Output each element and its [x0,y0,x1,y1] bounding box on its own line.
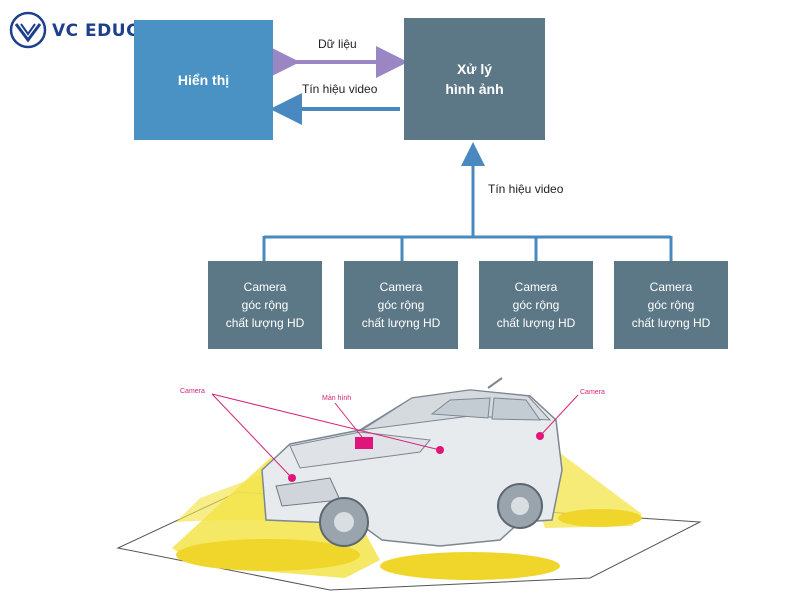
camera-label-line2: góc rộng [241,298,289,312]
screen-marker-icon [355,437,373,449]
video-arrow-label: Tín hiệu video [302,82,378,96]
camera-bus [262,142,673,262]
car-window [491,397,541,421]
display-box: Hiển thị [134,20,273,140]
camera-label-line3: chất lượng HD [631,316,711,330]
bus-video-label: Tín hiệu video [488,182,564,196]
camera-label-line3: chất lượng HD [225,316,305,330]
camera-zone-left [176,468,280,522]
processing-box: Xử lý hình ảnh [404,18,545,140]
car-window [430,397,491,419]
camera-zone-right-base [558,509,642,527]
display-label: Hiển thị [177,72,230,88]
camera-label-line2: góc rộng [512,298,560,312]
processing-label-line1: Xử lý [456,61,493,77]
camera-label-line1: Camera [514,280,558,294]
camera-callout-right: Camera [580,389,605,396]
camera-label-line1: Camera [379,280,423,294]
camera-box: Camera góc rộng chất lượng HD [479,261,593,349]
camera-label-line2: góc rộng [377,298,425,312]
camera-box: Camera góc rộng chất lượng HD [344,261,458,349]
screen-callout: Màn hình [322,395,352,402]
camera-zone-rear-base [380,552,560,580]
vc-logo-icon [9,11,47,49]
camera-label-line2: góc rộng [647,298,695,312]
camera-zone-front-base [176,539,360,571]
camera-label-line1: Camera [649,280,693,294]
camera-box: Camera góc rộng chất lượng HD [614,261,728,349]
car-illustration [116,377,702,591]
camera-box: Camera góc rộng chất lượng HD [208,261,322,349]
camera-callout-left: Camera [180,388,205,395]
camera-label-line3: chất lượng HD [496,316,576,330]
camera-label-line1: Camera [243,280,287,294]
processing-label-line2: hình ảnh [445,81,504,97]
camera-label-line3: chất lượng HD [361,316,441,330]
data-arrow-label: Dữ liệu [318,37,357,51]
